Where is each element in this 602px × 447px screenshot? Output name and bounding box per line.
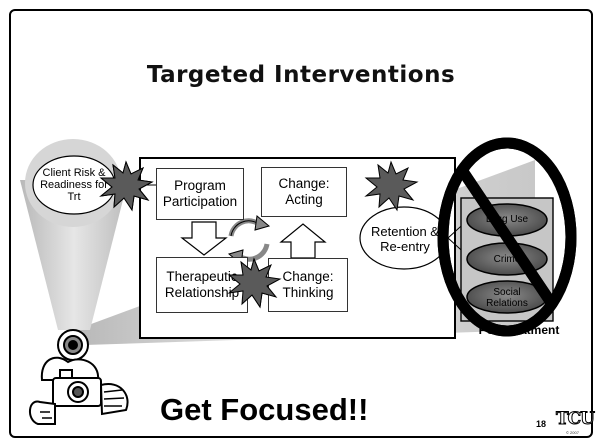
- therapeutic-relationship-label: Therapeutic Relationship: [164, 269, 240, 300]
- client-risk-label: Client Risk & Readiness for Trt: [40, 167, 108, 203]
- tcu-logo: TCU: [555, 409, 595, 430]
- outcome-label-crime: Crime: [493, 254, 521, 265]
- up-arrow: [279, 223, 327, 259]
- program-participation-box: Program Participation: [156, 168, 244, 220]
- change-thinking-box: Change: Thinking: [268, 258, 348, 312]
- program-participation-label: Program Participation: [162, 178, 238, 209]
- page-number: 18: [536, 419, 547, 429]
- tagline: Get Focused!!: [160, 392, 369, 427]
- logo-copyright: © 2007: [566, 430, 579, 435]
- down-arrow: [180, 221, 228, 256]
- change-thinking-label: Change: Thinking: [282, 269, 334, 300]
- retention-reentry-label: Retention & Re-entry: [371, 224, 439, 254]
- camera-person-icon: [29, 329, 129, 425]
- therapeutic-relationship-box: Therapeutic Relationship: [156, 257, 248, 313]
- starburst-icon: [364, 160, 419, 212]
- outcome-label-drug-use: Drug Use: [485, 214, 529, 225]
- change-acting-box: Change: Acting: [261, 167, 347, 217]
- outcome-label-social: Social Relations: [486, 287, 528, 309]
- posttreatment-label: Posttreatment: [478, 323, 560, 337]
- slide-title: Targeted Interventions: [146, 62, 456, 88]
- change-acting-label: Change: Acting: [278, 176, 330, 207]
